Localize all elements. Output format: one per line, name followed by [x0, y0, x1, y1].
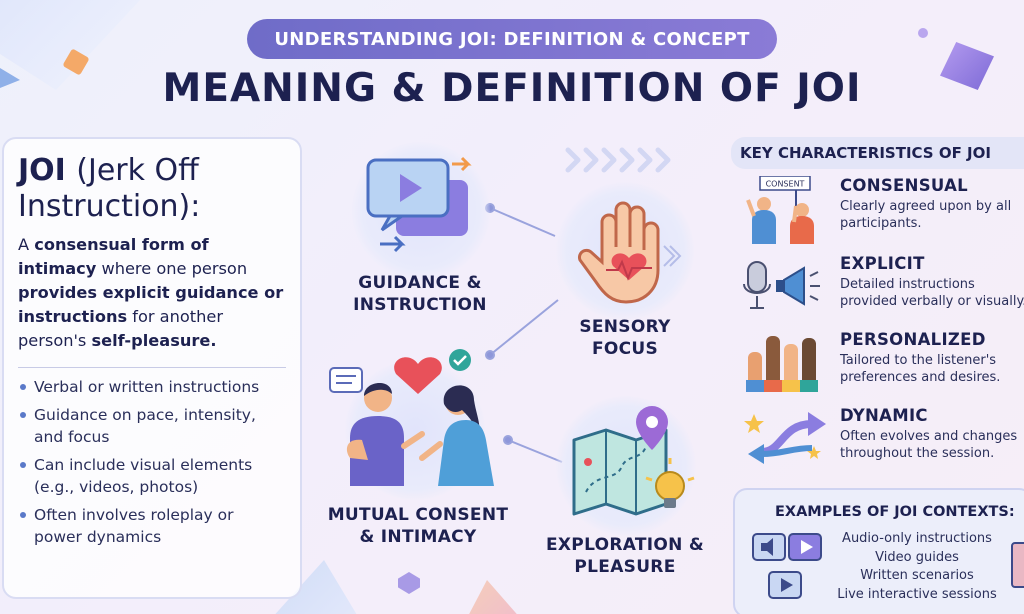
hand-heart-icon [578, 201, 682, 304]
section-tag: UNDERSTANDING JOI: DEFINITION & CONCEPT [247, 19, 777, 59]
example-item: Video guides [875, 549, 959, 565]
node-label-mutual-text: MUTUAL CONSENT & INTIMACY [327, 505, 509, 547]
bullet-item: Can include visual elements (e.g., video… [18, 454, 286, 499]
characteristic-title: EXPLICIT [840, 254, 925, 273]
examples-edge-icon [1011, 542, 1024, 588]
characteristic-title: CONSENSUAL [840, 176, 968, 195]
definition-title: JOI (Jerk Off Instruction): [18, 153, 286, 225]
node-label-exploration: EXPLORATION & PLEASURE [540, 534, 710, 578]
mic-megaphone-icon [743, 261, 820, 309]
map-pin-bulb-icon [572, 406, 695, 516]
characteristics-header: KEY CHARACTERISTICS OF JOI [731, 137, 1024, 169]
node-label-guidance: GUIDANCE & INSTRUCTION [353, 273, 487, 315]
definition-text-part: where one person [96, 259, 248, 278]
node-label-exploration-text: EXPLORATION & PLEASURE [545, 535, 705, 577]
characteristic-title: PERSONALIZED [840, 330, 986, 349]
characteristic-title: DYNAMIC [840, 406, 928, 425]
chat-play-icon [366, 156, 472, 253]
bullet-item: Verbal or written instructions [18, 376, 286, 399]
example-item: Live interactive sessions [837, 586, 997, 602]
couple-heart-icon [329, 349, 494, 486]
consent-sign-text: CONSENT [766, 180, 805, 189]
definition-text-part: A [18, 235, 35, 254]
bullet-item: Often involves roleplay or power dynamic… [18, 504, 286, 549]
connector-line [489, 299, 559, 356]
definition-card: JOI (Jerk Off Instruction): A consensual… [2, 137, 302, 599]
decor-dot-purple [918, 28, 928, 38]
characteristic-personalized: PERSONALIZED Tailored to the listener's … [742, 330, 1024, 400]
chevrons-decor [565, 147, 671, 173]
characteristic-dynamic: DYNAMIC Often evolves and changes throug… [742, 406, 1024, 476]
definition-bullets: Verbal or written instructions Guidance … [18, 376, 286, 549]
characteristic-desc: Clearly agreed upon by all participants. [840, 199, 1012, 231]
decor-gem-bottom [398, 572, 420, 594]
bullet-item: Guidance on pace, intensity, and focus [18, 404, 286, 449]
characteristic-explicit: EXPLICIT Detailed instructions provided … [742, 254, 1024, 324]
node-label-sensory: SENSORY FOCUS [560, 316, 690, 360]
node-label-sensory-text: SENSORY FOCUS [579, 317, 671, 359]
characteristic-desc: Detailed instructions provided verbally … [840, 277, 1024, 309]
characteristic-consensual: CONSENT CONSENSUAL Clearly agreed upon b… [742, 176, 1024, 246]
characteristic-desc: Often evolves and changes throughout the… [840, 429, 1018, 461]
definition-emphasis: self-pleasure. [91, 331, 217, 350]
definition-emphasis: consensual form of intimacy [18, 235, 209, 278]
connector-line [507, 439, 563, 463]
example-item: Audio-only instructions [842, 531, 992, 546]
definition-divider [18, 367, 286, 368]
examples-box: EXAMPLES OF JOI CONTEXTS: Audio-only ins… [733, 488, 1024, 614]
connector-dot [485, 350, 495, 360]
connector-line [489, 207, 556, 237]
node-label-mutual: MUTUAL CONSENT & INTIMACY [318, 504, 518, 548]
page-title: MEANING & DEFINITION OF JOI [162, 66, 862, 111]
media-icons [752, 533, 822, 599]
definition-emphasis: provides explicit guidance or instructio… [18, 283, 284, 326]
example-item: Written scenarios [860, 568, 974, 583]
examples-title: EXAMPLES OF JOI CONTEXTS: [775, 504, 1015, 520]
raised-hands-icon [746, 336, 818, 392]
dynamic-arrows-icon [744, 412, 826, 464]
consent-sign-icon: CONSENT [746, 176, 814, 244]
characteristic-desc: Tailored to the listener's preferences a… [840, 353, 1001, 385]
definition-expansion: (Jerk Off Instruction): [18, 153, 201, 224]
definition-text-part: for another person's [18, 307, 223, 350]
examples-list: Audio-only instructions Video guides Wri… [827, 530, 1007, 604]
connector-dot [503, 435, 513, 445]
definition-text: A consensual form of intimacy where one … [18, 233, 286, 353]
definition-term: JOI [18, 153, 66, 188]
